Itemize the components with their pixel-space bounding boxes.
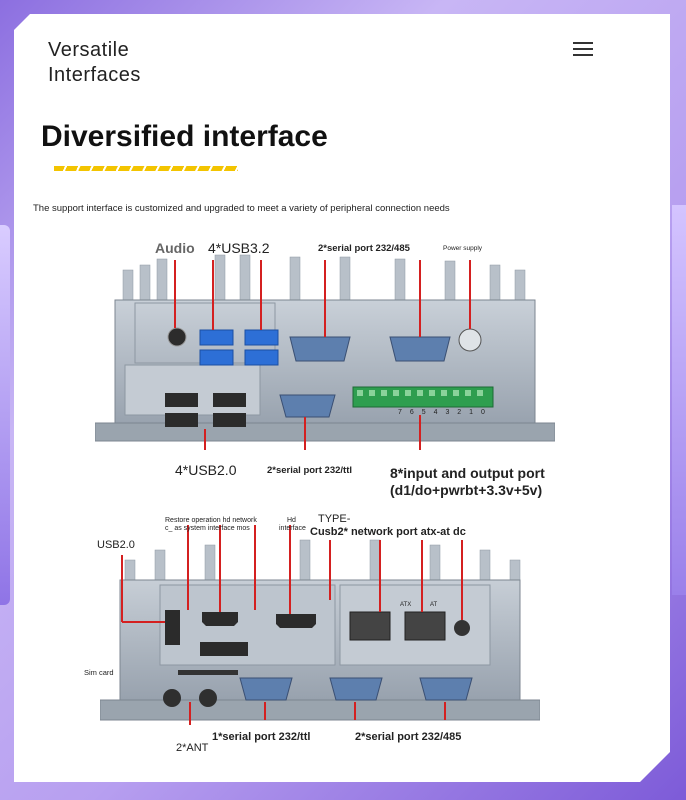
right-frame-edge <box>672 205 686 595</box>
label-usb20-top: 4*USB2.0 <box>175 462 237 478</box>
label-hd-2: interface <box>279 525 306 532</box>
label-atx: ATX <box>400 602 412 608</box>
label-hd-1: Hd <box>287 517 296 524</box>
label-audio: Audio <box>155 240 195 256</box>
brand-line-1: Versatile <box>48 39 130 61</box>
io-pin-labels: 7 6 5 4 3 2 1 0 <box>398 409 488 416</box>
label-io-1: 8*input and output port <box>390 465 545 481</box>
io-pin-0: 0 <box>481 409 488 416</box>
label-serial-ttl: 2*serial port 232/ttl <box>267 465 353 476</box>
top-device-illustration <box>95 254 555 450</box>
label-cusb-network: Cusb2* network port atx-at dc <box>310 526 466 538</box>
label-io-2: (d1/do+pwrbt+3.3v+5v) <box>390 482 543 498</box>
label-serial-top: 2*serial port 232/485 <box>318 243 410 254</box>
bottom-device-illustration <box>100 525 540 725</box>
io-pin-7: 7 <box>398 409 405 416</box>
io-pin-4: 4 <box>433 409 441 416</box>
io-pin-1: 1 <box>469 409 477 416</box>
hamburger-icon[interactable] <box>573 42 593 56</box>
label-serial-ttl-bottom: 1*serial port 232/ttl <box>212 731 311 743</box>
io-pin-2: 2 <box>457 409 465 416</box>
io-pin-5: 5 <box>421 409 429 416</box>
brand-line-2: Interfaces <box>48 64 141 86</box>
label-usb32: 4*USB3.2 <box>208 240 270 256</box>
label-at: AT <box>430 602 438 608</box>
title-underline <box>54 166 238 171</box>
section-subtitle: The support interface is customized and … <box>33 203 450 214</box>
label-restore-1: Restore operation hd network <box>165 517 257 524</box>
io-pin-6: 6 <box>409 409 417 416</box>
label-restore-2: c_ as system interface mos <box>165 525 250 532</box>
label-type-c: TYPE- <box>318 513 351 525</box>
left-frame-edge <box>0 225 10 605</box>
io-pin-3: 3 <box>445 409 453 416</box>
brand-title: Versatile Interfaces <box>48 38 141 88</box>
section-title: Diversified interface <box>41 120 328 153</box>
label-sim: Sim card <box>84 668 114 677</box>
label-ant: 2*ANT <box>176 742 209 754</box>
label-serial-485-bottom: 2*serial port 232/485 <box>355 731 462 743</box>
label-power: Power supply <box>443 245 483 252</box>
label-usb20-bottom: USB2.0 <box>97 539 135 551</box>
